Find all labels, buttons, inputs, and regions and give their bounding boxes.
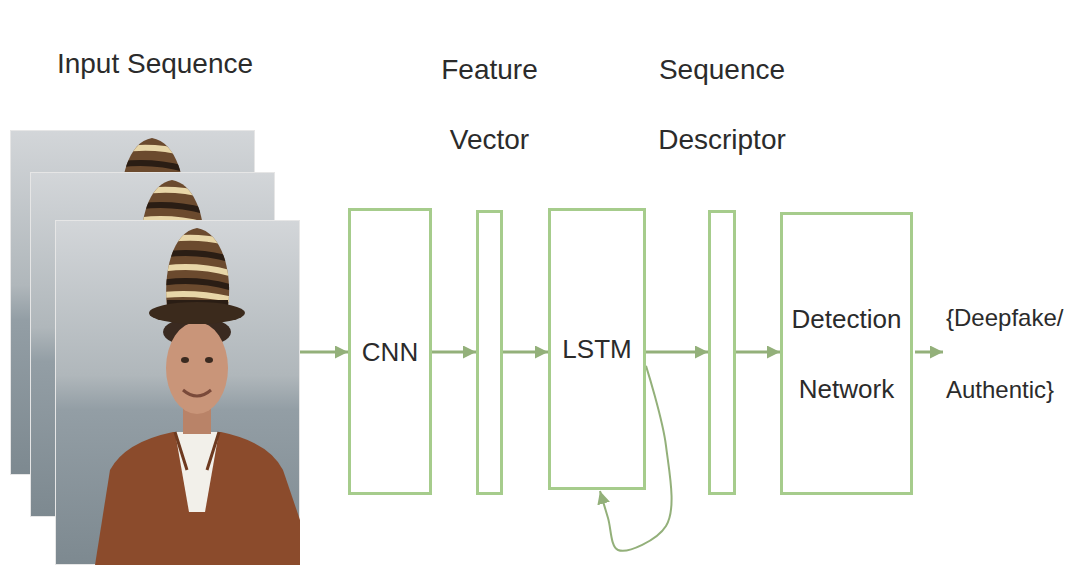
- video-frame: [55, 220, 300, 565]
- output-label: {Deepfake/ Authentic}: [946, 282, 1072, 426]
- process-box: CNN: [348, 208, 432, 495]
- vector-bar: Sequence Descriptor: [708, 210, 736, 495]
- output-arrow: [915, 351, 943, 354]
- flow-arrow: [503, 351, 548, 354]
- node-label: LSTM: [562, 329, 631, 369]
- input-frames: Input Sequence: [10, 130, 300, 565]
- node-heading: Feature Vector: [427, 35, 552, 175]
- flow-arrow: [432, 351, 476, 354]
- node-heading: Sequence Descriptor: [647, 35, 797, 175]
- flow-arrow: [646, 351, 708, 354]
- node-label: CNN: [362, 332, 418, 372]
- process-box: Detection Network: [780, 212, 913, 495]
- node-heading: Input Sequence: [20, 44, 290, 84]
- flow-arrow: [736, 351, 780, 354]
- flow-arrow: [300, 351, 348, 354]
- node-label: Detection Network: [789, 284, 904, 424]
- process-box: LSTM: [548, 208, 646, 490]
- vector-bar: Feature Vector: [476, 210, 503, 495]
